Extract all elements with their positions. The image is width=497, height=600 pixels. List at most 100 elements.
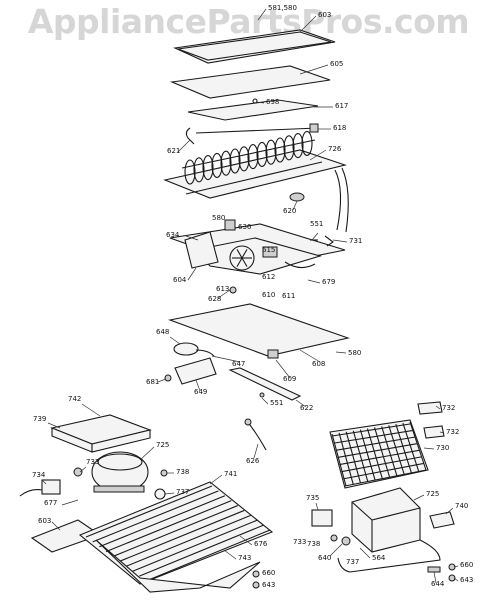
part-number-p640: 640 — [318, 554, 331, 562]
liner — [167, 303, 351, 359]
cover-plate — [173, 29, 336, 64]
leader-line-p698 — [255, 101, 265, 104]
part-number-p743: 743 — [238, 554, 251, 562]
right-relay — [311, 509, 351, 546]
part-number-p628: 628 — [208, 295, 221, 303]
bottom-condenser — [78, 481, 274, 593]
part-number-p564: 564 — [372, 554, 386, 562]
leader-line-p726 — [309, 149, 327, 161]
part-number-p738a: 738 — [176, 468, 189, 476]
part-number-p647: 647 — [232, 360, 245, 368]
part-number-p725b: 725 — [426, 490, 439, 498]
leader-line-p634 — [185, 235, 199, 241]
part-number-p732b: 732 — [446, 428, 459, 436]
evaporator-coil — [163, 130, 349, 233]
leader-line-p604 — [187, 267, 197, 281]
leader-line-p608 — [299, 349, 321, 363]
part-number-p725a: 725 — [156, 441, 169, 449]
part-number-p676: 676 — [254, 540, 268, 548]
part-number-p604: 604 — [173, 276, 187, 284]
leader-line-p739 — [47, 422, 61, 429]
leader-line-p605 — [299, 64, 329, 75]
part-number-p648: 648 — [156, 328, 169, 336]
thermostat-assembly — [164, 342, 217, 385]
leader-line-p551a — [311, 232, 319, 241]
leader-line-p681 — [157, 378, 167, 383]
part-number-p617: 617 — [335, 102, 348, 110]
part-number-p611: 611 — [282, 292, 295, 300]
part-number-p737b: 737 — [346, 558, 359, 566]
leader-line-p734 — [41, 479, 47, 485]
part-number-p551a: 551 — [310, 220, 323, 228]
part-number-p739: 739 — [33, 415, 46, 423]
leader-line-p742 — [81, 403, 101, 417]
part-number-p634: 634 — [166, 231, 180, 239]
part-number-p608: 608 — [312, 360, 325, 368]
bracket — [228, 367, 302, 401]
part-number-p660b: 660 — [460, 561, 473, 569]
leader-line-p564 — [359, 547, 371, 559]
part-number-p737a: 737 — [176, 488, 189, 496]
part-number-p644: 644 — [431, 580, 445, 588]
leader-line-p620 — [292, 200, 298, 211]
part-number-p731: 731 — [349, 237, 362, 245]
leader-line-p730 — [423, 447, 435, 450]
part-number-p551b: 551 — [270, 399, 283, 407]
leader-line-p732a — [435, 405, 441, 410]
part-number-p643b: 643 — [460, 576, 473, 584]
part-number-p613: 613 — [216, 285, 229, 293]
leader-line-p725a — [139, 446, 155, 461]
part-number-p580b: 580 — [348, 349, 361, 357]
leader-line-p628 — [217, 289, 231, 299]
part-number-p649: 649 — [194, 388, 207, 396]
leader-line-p660b — [453, 565, 459, 568]
leader-line-p648 — [169, 336, 181, 345]
compressor — [91, 451, 149, 493]
right-condenser — [329, 401, 445, 489]
part-number-p626: 626 — [246, 457, 260, 465]
leader-line-p551b — [261, 397, 269, 405]
leader-line-p603b — [51, 521, 61, 531]
leader-line-p609 — [275, 359, 291, 379]
part-number-p622: 622 — [300, 404, 313, 412]
leader-line-p725b — [413, 494, 425, 501]
leader-line-p622 — [295, 399, 307, 408]
hardware — [252, 563, 456, 589]
part-number-p734: 734 — [32, 471, 46, 479]
part-number-p643a: 643 — [262, 581, 275, 589]
leader-line-p643b — [453, 577, 459, 582]
part-number-p660a: 660 — [262, 569, 275, 577]
part-number-p733a: 733 — [86, 458, 99, 466]
part-number-p603a: 603 — [318, 11, 331, 19]
leader-line-p647 — [211, 355, 241, 363]
part-number-p681: 681 — [146, 378, 159, 386]
leader-line-p603a — [299, 15, 317, 33]
part-number-p615: 615 — [262, 246, 275, 254]
drain-fitting — [289, 192, 305, 202]
leader-line-p621 — [177, 139, 191, 153]
part-number-p738b: 738 — [307, 540, 320, 548]
site-watermark: AppliancePartsPros.com — [27, 2, 470, 41]
strip — [187, 98, 319, 121]
part-number-p618: 618 — [333, 124, 346, 132]
insulation-block — [50, 414, 152, 453]
part-number-p610: 610 — [262, 291, 275, 299]
part-number-p605: 605 — [330, 60, 343, 68]
part-number-p742: 742 — [68, 395, 81, 403]
part-number-p612: 612 — [262, 273, 275, 281]
relay — [19, 467, 83, 497]
part-number-p730: 730 — [436, 444, 449, 452]
leader-line-p679 — [307, 279, 321, 284]
part-number-p726: 726 — [328, 145, 342, 153]
leader-line-p580b — [335, 351, 347, 354]
part-number-p679: 679 — [322, 278, 335, 286]
leader-line-p677 — [61, 499, 79, 506]
part-number-p603b: 603 — [38, 517, 51, 525]
leader-line-p676 — [239, 535, 253, 546]
right-compressor — [337, 487, 441, 573]
leader-line-p737a — [164, 492, 175, 495]
part-number-p733b: 733 — [293, 538, 306, 546]
leader-line-p626 — [253, 443, 259, 459]
